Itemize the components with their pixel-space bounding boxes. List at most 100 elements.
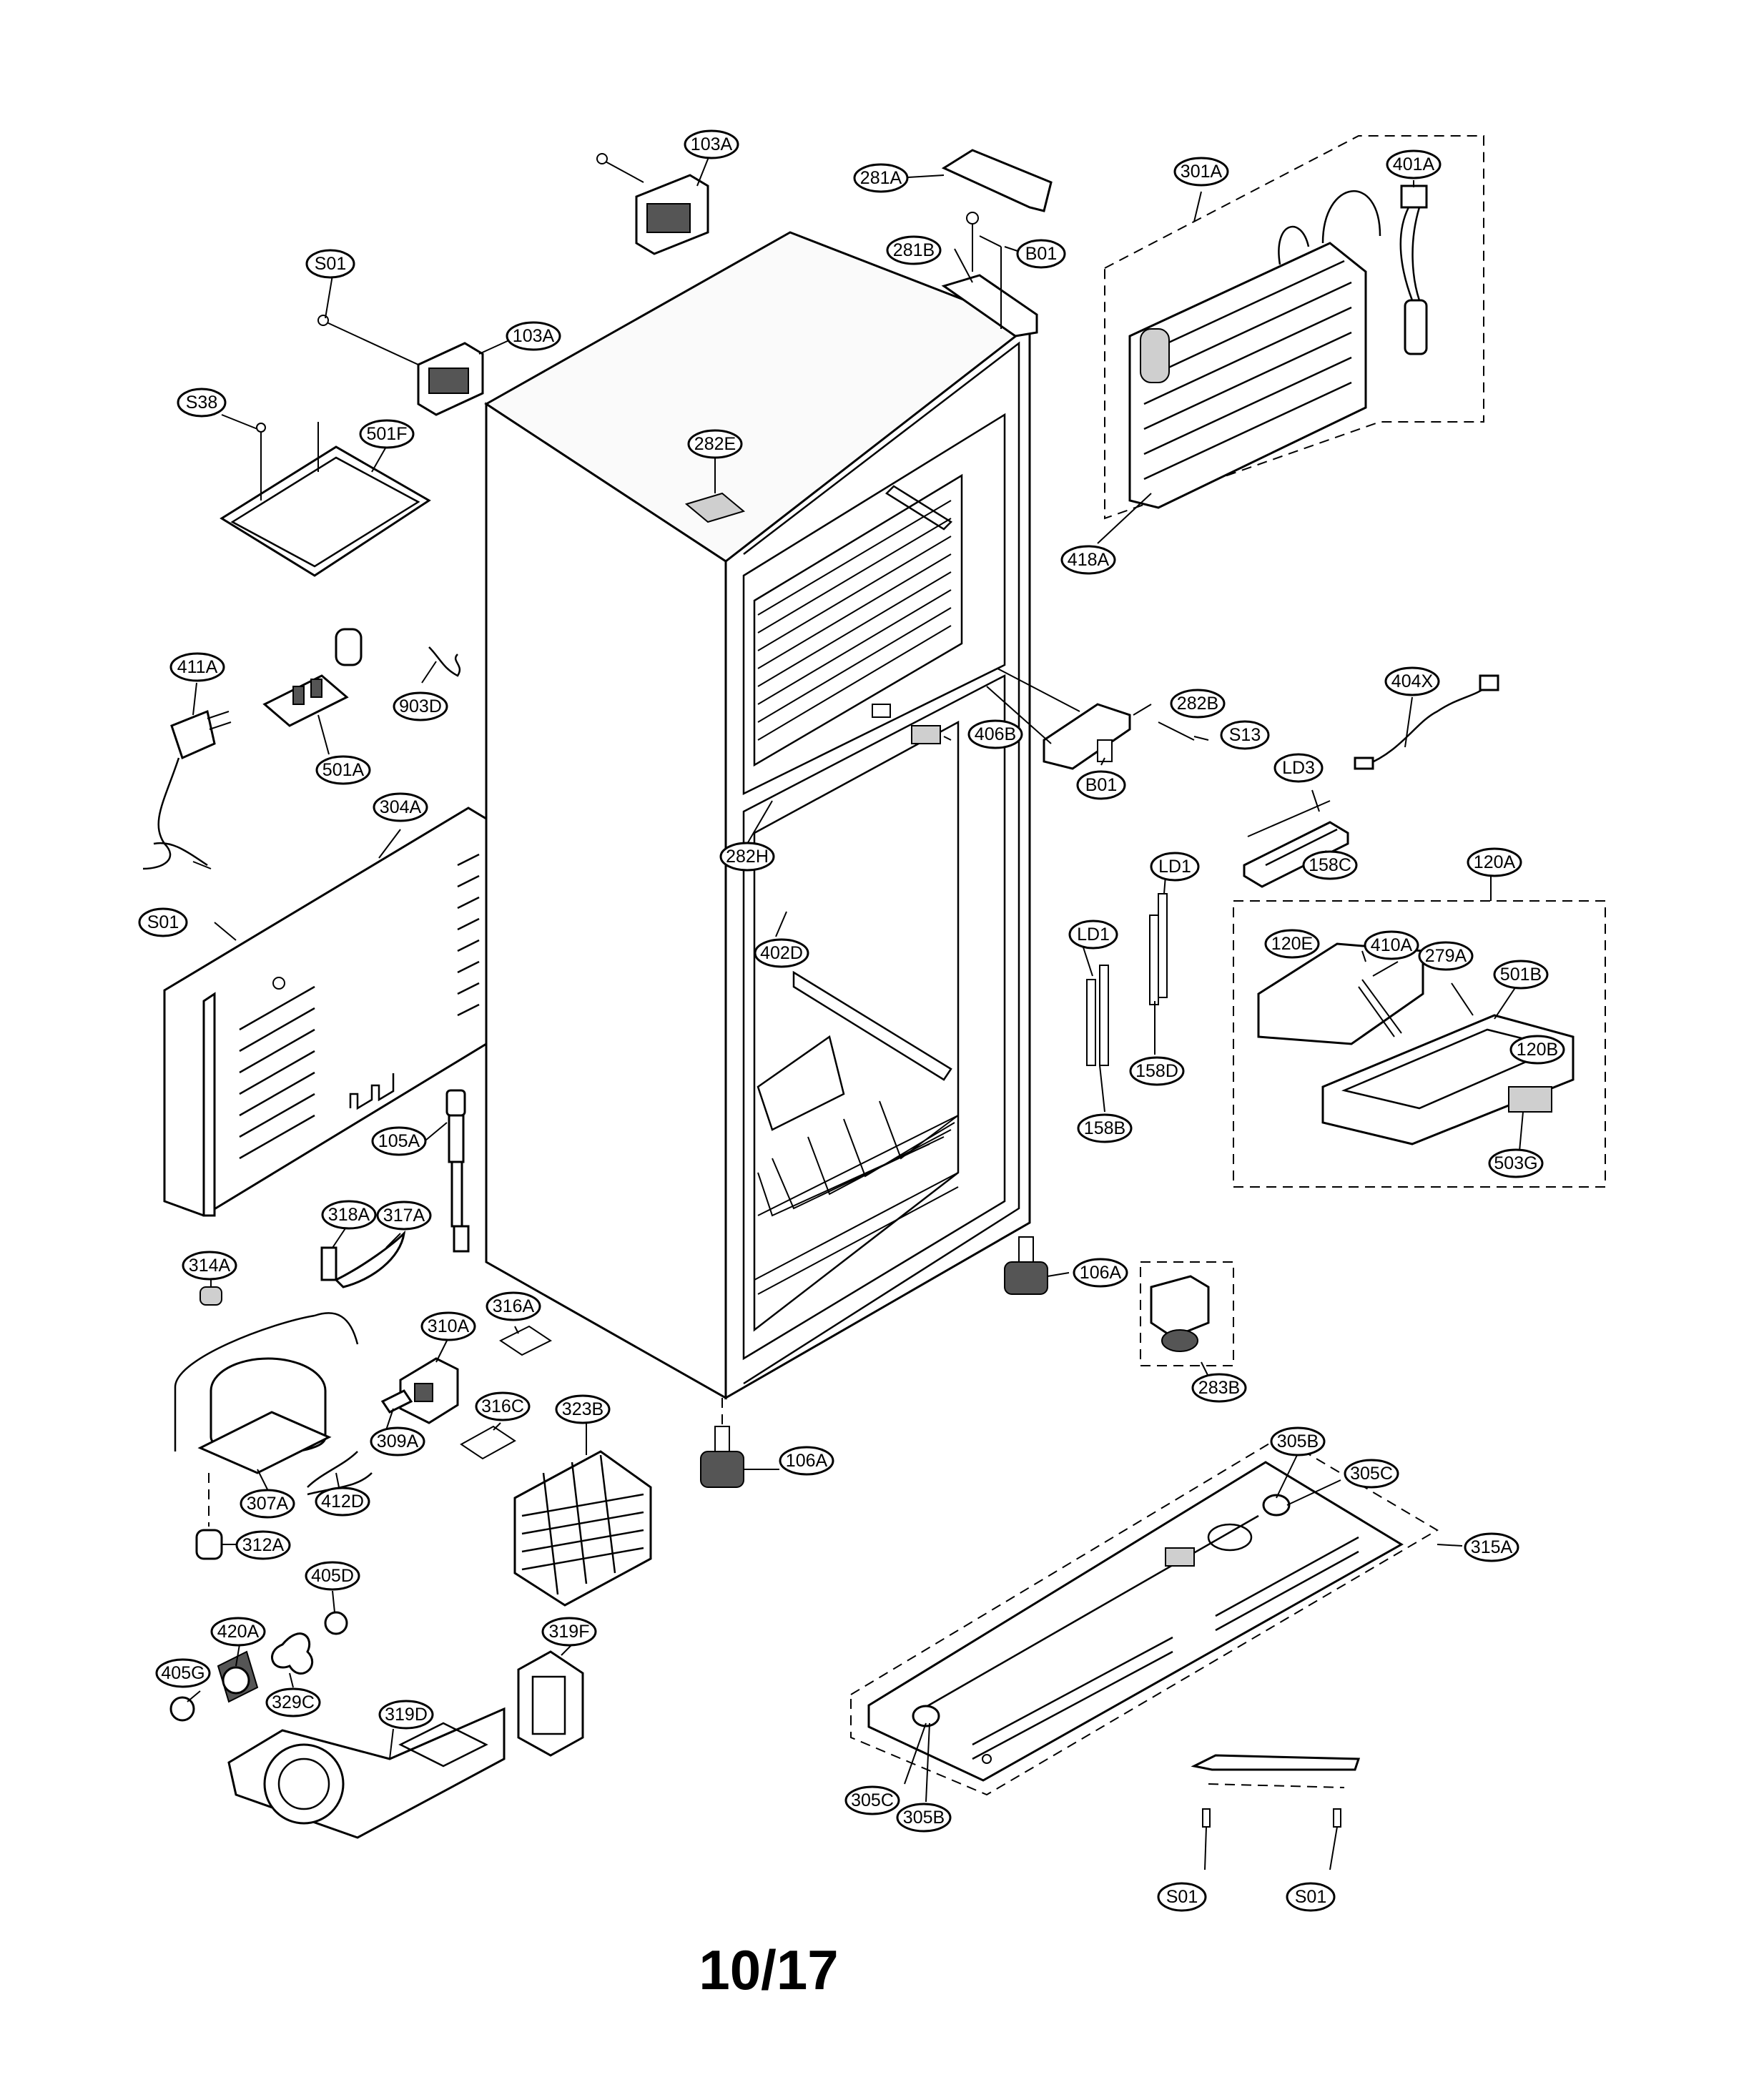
svg-text:120A: 120A — [1474, 852, 1516, 872]
label-501B: 501B — [1493, 960, 1549, 990]
part-310A — [399, 1357, 459, 1424]
label-305C: 305C — [844, 1785, 900, 1815]
label-404X: 404X — [1384, 666, 1440, 696]
part-283B-wheel-bracket — [1140, 1261, 1234, 1366]
svg-text:S13: S13 — [1229, 725, 1261, 745]
label-120A: 120A — [1467, 847, 1522, 877]
svg-text:158D: 158D — [1135, 1061, 1178, 1081]
label-S01: S01 — [305, 249, 355, 279]
label-281B: 281B — [886, 235, 942, 265]
label-S01: S01 — [138, 907, 188, 937]
svg-text:120E: 120E — [1271, 934, 1313, 954]
svg-text:305B: 305B — [903, 1808, 945, 1828]
part-bottom-bracket — [1191, 1754, 1361, 1828]
part-314A — [199, 1286, 222, 1306]
svg-text:B01: B01 — [1025, 244, 1057, 264]
svg-text:312A: 312A — [242, 1535, 285, 1555]
svg-text:282B: 282B — [1177, 694, 1218, 714]
part-282E — [684, 492, 746, 523]
label-S01: S01 — [1157, 1882, 1207, 1912]
label-323B: 323B — [555, 1394, 611, 1424]
svg-text:304A: 304A — [380, 797, 422, 817]
label-S13: S13 — [1220, 720, 1270, 750]
svg-text:318A: 318A — [328, 1205, 370, 1225]
svg-text:S01: S01 — [315, 254, 346, 274]
part-307A-compressor — [174, 1312, 359, 1474]
svg-text:105A: 105A — [378, 1131, 420, 1151]
part-405G — [169, 1696, 195, 1722]
part-316C — [460, 1425, 516, 1460]
label-318A: 318A — [321, 1200, 377, 1230]
label-406B: 406B — [967, 719, 1023, 749]
part-329C-fan-blade — [271, 1632, 314, 1675]
label-LD3: LD3 — [1273, 753, 1324, 783]
label-903D: 903D — [393, 691, 448, 721]
label-420A: 420A — [210, 1617, 266, 1647]
svg-text:309A: 309A — [377, 1431, 419, 1451]
part-106A-foot-right — [1004, 1236, 1048, 1295]
svg-text:307A: 307A — [247, 1494, 289, 1514]
fridge-bottom-shelf-grid — [754, 1100, 959, 1295]
svg-text:316A: 316A — [493, 1296, 535, 1316]
part-903D-wire — [428, 646, 461, 677]
part-301A-evaporator — [1104, 135, 1484, 520]
freezer-shelf-grid — [757, 500, 952, 741]
label-503G: 503G — [1488, 1148, 1544, 1178]
part-304A-back-cover — [163, 807, 488, 1217]
part-315A-base-plate — [850, 1436, 1439, 1796]
label-411A: 411A — [169, 652, 225, 682]
svg-text:329C: 329C — [272, 1692, 315, 1712]
part-ld1-strips — [1086, 893, 1168, 1066]
part-501F-cover — [220, 422, 431, 577]
svg-text:LD3: LD3 — [1282, 758, 1315, 778]
svg-text:S01: S01 — [1166, 1887, 1198, 1907]
svg-text:314A: 314A — [189, 1256, 231, 1276]
part-319F-cover — [517, 1650, 584, 1757]
label-301A: 301A — [1173, 157, 1229, 187]
svg-text:282E: 282E — [694, 434, 736, 454]
svg-text:404X: 404X — [1391, 671, 1434, 691]
svg-text:405G: 405G — [161, 1663, 205, 1683]
label-106A: 106A — [1073, 1258, 1128, 1288]
svg-text:305C: 305C — [851, 1790, 894, 1810]
part-420A-fan-motor — [217, 1650, 259, 1703]
svg-text:503G: 503G — [1494, 1153, 1537, 1173]
label-LD1: LD1 — [1068, 920, 1118, 950]
svg-text:401A: 401A — [1393, 154, 1435, 174]
svg-text:316C: 316C — [481, 1396, 524, 1416]
label-282E: 282E — [687, 429, 743, 459]
svg-text:279A: 279A — [1425, 946, 1467, 966]
part-158C-ld3-lamp — [1243, 800, 1349, 888]
label-158B: 158B — [1077, 1113, 1133, 1143]
label-401A: 401A — [1386, 149, 1442, 179]
svg-text:319D: 319D — [385, 1705, 428, 1725]
svg-text:501B: 501B — [1500, 965, 1542, 985]
svg-text:301A: 301A — [1181, 162, 1223, 182]
part-319D-shroud — [227, 1707, 506, 1839]
label-501F: 501F — [359, 419, 415, 449]
part-106A-foot-front — [700, 1398, 744, 1488]
label-120E: 120E — [1264, 929, 1320, 959]
svg-text:LD1: LD1 — [1158, 857, 1191, 877]
part-281B-hinge — [941, 212, 1038, 337]
label-S01: S01 — [1286, 1882, 1336, 1912]
part-405D — [324, 1611, 348, 1635]
part-411A-power-cord — [142, 709, 232, 870]
svg-text:281B: 281B — [893, 240, 935, 260]
label-319D: 319D — [378, 1700, 434, 1730]
svg-text:412D: 412D — [321, 1492, 364, 1512]
label-304A: 304A — [373, 792, 428, 822]
label-105A: 105A — [371, 1126, 427, 1156]
part-316A — [499, 1325, 552, 1356]
label-LD1: LD1 — [1150, 852, 1200, 882]
part-282B-hinge — [986, 668, 1195, 770]
label-120B: 120B — [1509, 1035, 1565, 1065]
part-312A — [195, 1529, 223, 1560]
part-404X-sensor-wire — [1354, 674, 1499, 770]
svg-text:282H: 282H — [726, 847, 769, 867]
label-282B: 282B — [1170, 689, 1226, 719]
svg-text:319F: 319F — [549, 1622, 590, 1642]
label-329C: 329C — [265, 1687, 321, 1717]
label-106A: 106A — [779, 1446, 834, 1476]
label-310A: 310A — [420, 1311, 476, 1341]
